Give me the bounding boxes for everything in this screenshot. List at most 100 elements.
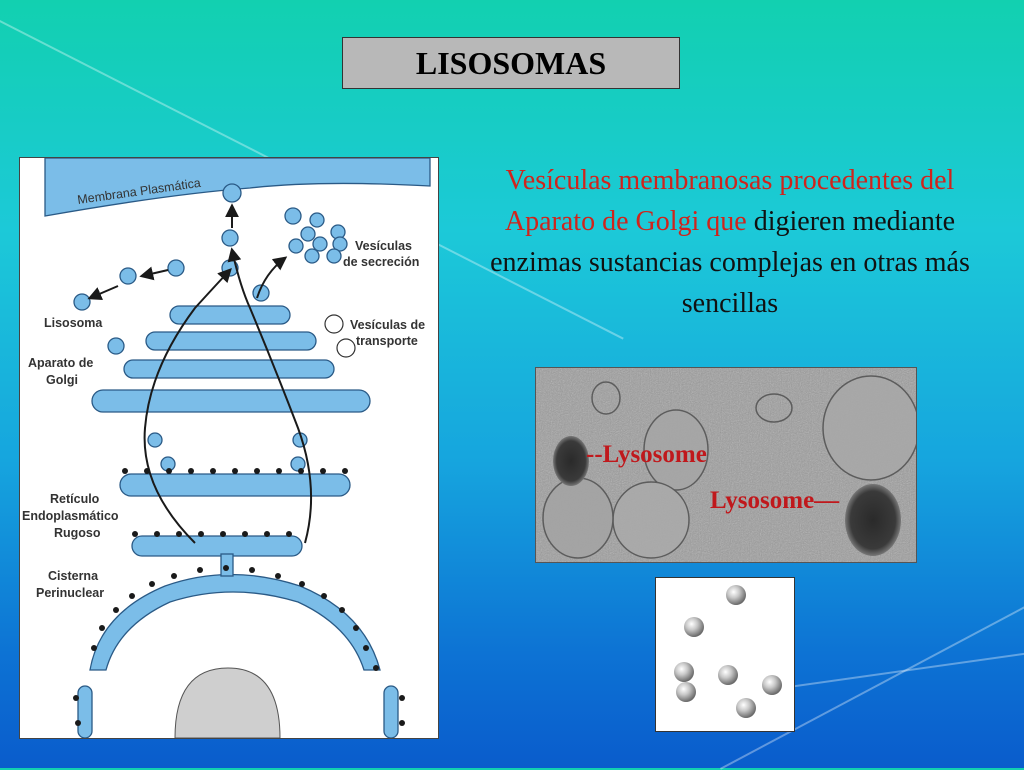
ribosome xyxy=(232,468,238,474)
golgi-cistern xyxy=(123,359,335,379)
micrograph-label-right: Lysosome— xyxy=(710,487,840,514)
ribosome xyxy=(197,567,203,573)
transport-path-arrow xyxy=(227,247,313,544)
slide-title-box: LISOSOMAS xyxy=(342,37,680,89)
label-vesiculas-secrecion-1: Vesículas xyxy=(355,239,412,253)
ribosome xyxy=(198,531,204,537)
transport-vesicle xyxy=(324,314,344,334)
secretion-vesicle xyxy=(304,248,320,264)
diagram-shapes xyxy=(44,158,431,738)
transport-paths xyxy=(87,203,313,544)
label-reticulo-1: Retículo xyxy=(50,492,100,506)
ribosome xyxy=(275,573,281,579)
lysosome-arrow xyxy=(139,266,169,281)
ribosome xyxy=(122,468,128,474)
ribosome xyxy=(242,531,248,537)
perinuclear-cistern xyxy=(89,573,381,671)
slide-description: Vesículas membranosas procedentes del Ap… xyxy=(470,160,990,324)
ribosome xyxy=(264,531,270,537)
secretion-vesicle xyxy=(288,238,304,254)
ribosome xyxy=(286,531,292,537)
secretion-vesicle xyxy=(284,207,302,225)
spheres-svg xyxy=(674,585,782,718)
golgi-cistern xyxy=(169,305,291,325)
rough-er-cistern xyxy=(131,535,303,557)
nuclear-envelope-segment xyxy=(77,685,93,738)
lysosome-sphere xyxy=(676,682,696,702)
er-connection xyxy=(220,553,234,577)
lysosome-sphere xyxy=(762,675,782,695)
ribosome xyxy=(373,665,379,671)
ribosome xyxy=(113,607,119,613)
ribosome xyxy=(75,720,81,726)
vesicle xyxy=(73,293,91,311)
transport-path-arrow xyxy=(143,267,232,544)
micrograph-svg: --Lysosome Lysosome— xyxy=(536,368,916,562)
ribosome xyxy=(73,695,79,701)
ribosome xyxy=(210,468,216,474)
nuclear-envelope-segment xyxy=(383,685,399,738)
ribosome xyxy=(339,607,345,613)
lysosome-sphere xyxy=(726,585,746,605)
ribosome xyxy=(171,573,177,579)
ribosome xyxy=(99,625,105,631)
vesicle xyxy=(147,432,163,448)
ribosome xyxy=(166,468,172,474)
lysosome-spheres-illustration xyxy=(655,577,795,732)
description-text: digieren mediante enzimas sustancias com… xyxy=(490,206,970,319)
ribosome xyxy=(149,581,155,587)
ribosome xyxy=(299,581,305,587)
ribosome xyxy=(176,531,182,537)
cell-pathway-diagram: Membrana Plasmática Vesículas de secreci… xyxy=(19,157,439,739)
ribosome xyxy=(220,531,226,537)
lysosome-dark-left xyxy=(553,436,589,486)
label-reticulo-2: Endoplasmático xyxy=(22,509,119,523)
label-vesiculas-secrecion-2: de secreción xyxy=(343,255,419,269)
lysosome-dark-right xyxy=(845,484,901,556)
ribosome xyxy=(399,695,405,701)
ribosome xyxy=(223,565,229,571)
exocytosis-vesicle xyxy=(222,183,242,203)
label-golgi-2: Golgi xyxy=(46,373,78,387)
ribosome xyxy=(276,468,282,474)
lysosome-micrograph: --Lysosome Lysosome— xyxy=(535,367,917,563)
lysosome-arrow xyxy=(87,285,119,301)
label-vesiculas-transporte-1: Vesículas de xyxy=(350,318,425,332)
lysosome-sphere xyxy=(718,665,738,685)
secretion-vesicle xyxy=(326,248,342,264)
ribosome xyxy=(342,468,348,474)
lysosome-sphere xyxy=(736,698,756,718)
ribosome xyxy=(188,468,194,474)
label-cisterna-2: Perinuclear xyxy=(36,586,104,600)
nucleus xyxy=(174,667,281,738)
golgi-cistern xyxy=(91,389,371,413)
secretion-vesicle xyxy=(312,236,328,252)
ribosome xyxy=(399,720,405,726)
ribosome xyxy=(91,645,97,651)
ribosome xyxy=(249,567,255,573)
secretion-vesicle xyxy=(309,212,325,228)
vesicle xyxy=(119,267,137,285)
ribosome xyxy=(321,593,327,599)
vesicle xyxy=(167,259,185,277)
ribosome xyxy=(254,468,260,474)
ribosome xyxy=(132,531,138,537)
ribosome xyxy=(363,645,369,651)
slide-title: LISOSOMAS xyxy=(415,44,607,81)
micrograph-label-left: --Lysosome xyxy=(586,441,707,468)
ribosome xyxy=(129,593,135,599)
label-golgi-1: Aparato de xyxy=(28,356,93,370)
secretion-arrow xyxy=(256,256,288,299)
secretion-vesicle xyxy=(332,236,348,252)
label-reticulo-3: Rugoso xyxy=(54,526,101,540)
ribosome xyxy=(353,625,359,631)
ribosome xyxy=(154,531,160,537)
background-decoration-line xyxy=(760,645,1024,692)
lysosome-sphere xyxy=(674,662,694,682)
ribosome xyxy=(320,468,326,474)
golgi-cistern xyxy=(145,331,317,351)
label-vesiculas-transporte-2: transporte xyxy=(356,334,418,348)
description-highlight: Vesículas membranosas procedentes del Ap… xyxy=(504,165,955,237)
ribosome xyxy=(298,468,304,474)
vesicle xyxy=(107,337,125,355)
